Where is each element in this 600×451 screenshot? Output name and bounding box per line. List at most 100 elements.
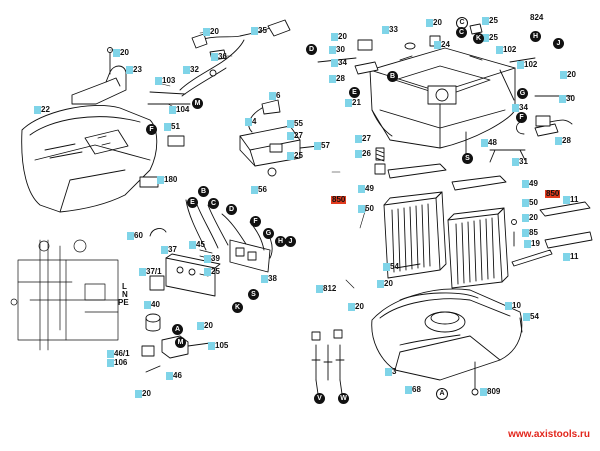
callout-40: 40 (144, 300, 160, 309)
marker-f: F (146, 124, 157, 135)
callout-54: 54 (523, 312, 539, 321)
schematic-label-n: N (122, 290, 128, 299)
marker-a2: A (436, 388, 448, 400)
callout-56: 56 (251, 185, 267, 194)
callout-33: 33 (382, 25, 398, 34)
screw-102 (509, 57, 536, 63)
callout-19: 19 (524, 239, 540, 248)
marker-e: E (349, 87, 360, 98)
callout-48: 48 (481, 138, 497, 147)
callout-20: 20 (377, 279, 393, 288)
callout-50: 50 (522, 198, 538, 207)
callout-20: 20 (426, 18, 442, 27)
watermark-url[interactable]: www.axistools.ru (508, 429, 590, 440)
callout-55: 55 (287, 119, 303, 128)
callout-103: 103 (154, 76, 176, 85)
marker-m2: M (175, 337, 186, 348)
callout-102: 102 (495, 45, 517, 54)
callout-68: 68 (405, 385, 421, 394)
marker-s: S (462, 153, 473, 164)
callout-51: 51 (164, 122, 180, 131)
control-panel (149, 253, 221, 297)
callout-49: 49 (522, 179, 538, 188)
callout-809: 809 (479, 387, 501, 396)
callout-812: 812 (315, 284, 337, 293)
marker-d: D (306, 44, 317, 55)
callout-46: 46 (166, 371, 182, 380)
callout-25: 25 (482, 16, 498, 25)
callout-25: 25 (204, 267, 220, 276)
callout-20: 20 (203, 27, 219, 36)
marker-e2: E (187, 197, 198, 208)
magnet-30b (535, 115, 551, 127)
callout-20: 20 (522, 213, 538, 222)
callout-23: 23 (126, 65, 142, 74)
marker-f3: F (250, 216, 261, 227)
callout-27: 27 (287, 131, 303, 140)
callout-30: 30 (559, 94, 575, 103)
marker-d2: D (226, 204, 237, 215)
circuit-board (185, 199, 273, 273)
callout-102: 102 (516, 60, 538, 69)
callout-38: 38 (261, 274, 277, 283)
filter-left (383, 163, 447, 279)
marker-j2: J (285, 236, 296, 247)
callout-39: 39 (204, 254, 220, 263)
marker-c2: C (208, 198, 219, 209)
callout-10: 10 (505, 301, 521, 310)
callout-50: 50 (358, 204, 374, 213)
rod-19 (511, 249, 553, 267)
marker-w: W (338, 393, 349, 404)
marker-m: M (192, 98, 203, 109)
callout-36: 36 (211, 52, 227, 61)
callout-24: 24 (434, 40, 450, 49)
callout-32: 32 (183, 65, 199, 74)
callout-54: 54 (383, 262, 399, 271)
callout-20: 20 (197, 321, 213, 330)
callout-180: 180 (156, 175, 178, 184)
callout-6: 6 (268, 91, 281, 100)
callout-22: 22 (34, 105, 50, 114)
marker-k: K (473, 33, 484, 44)
nut-25 (469, 23, 483, 35)
marker-h: H (530, 31, 541, 42)
marker-k2: K (232, 302, 243, 313)
knob-40 (145, 313, 161, 332)
marker-v: V (314, 393, 325, 404)
callout-35: 35 (251, 26, 267, 35)
callout-850: 850 (545, 189, 561, 198)
wire-30 (516, 119, 573, 135)
marker-c-filled: C (456, 27, 467, 38)
callout-27: 27 (355, 134, 371, 143)
screw-103 (149, 91, 186, 95)
callout-104: 104 (168, 105, 190, 114)
callout-20: 20 (331, 32, 347, 41)
marker-f2: F (516, 112, 527, 123)
callout-25: 25 (482, 33, 498, 42)
callout-11: 11 (562, 195, 579, 204)
part-26 (374, 163, 386, 175)
washer-33 (404, 42, 416, 50)
callout-105: 105 (207, 341, 229, 350)
callout-37-1: 37/1 (139, 267, 162, 276)
callout-20: 20 (135, 389, 151, 398)
wheel-set (311, 329, 345, 395)
callout-4: 4 (244, 117, 257, 126)
top-cover (21, 105, 158, 213)
callout-824: 824 (530, 13, 544, 22)
rating-plate (139, 176, 159, 188)
callout-49: 49 (358, 184, 374, 193)
callout-25: 25 (287, 151, 303, 160)
callout-20: 20 (113, 48, 129, 57)
marker-a: A (172, 324, 183, 335)
marker-j: J (553, 38, 564, 49)
callout-57: 57 (314, 141, 330, 150)
callout-34: 34 (512, 103, 528, 112)
marker-g2: G (263, 228, 274, 239)
callout-46-1: 46/1 (107, 349, 130, 358)
schematic-label-pe: PE (118, 298, 129, 307)
magnet-30a (357, 39, 373, 51)
callout-31: 31 (512, 157, 528, 166)
callout-85: 85 (522, 228, 538, 237)
